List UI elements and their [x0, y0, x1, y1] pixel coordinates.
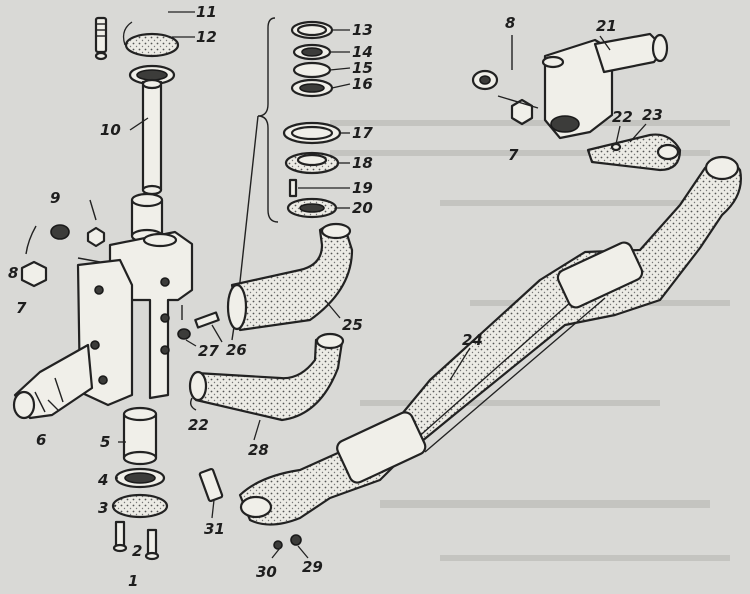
label-10: 10 [100, 121, 121, 139]
label-14: 14 [352, 43, 373, 61]
label-4: 4 [97, 471, 108, 489]
key-22-right [610, 142, 622, 152]
label-11: 11 [196, 3, 217, 21]
assembly-arrows [77, 95, 539, 320]
label-23: 23 [642, 106, 663, 124]
label-26: 26 [226, 341, 247, 359]
label-25: 25 [342, 316, 363, 334]
label-19: 19 [352, 179, 373, 197]
leader-lines [47, 11, 647, 559]
bushing-5 [122, 406, 158, 466]
label-17: 17 [352, 124, 373, 142]
label-8-right: 8 [505, 14, 515, 32]
key-22-left [189, 397, 197, 411]
arm-23 [586, 133, 682, 172]
bottom-cap-3 [111, 493, 169, 519]
label-31: 31 [204, 520, 225, 538]
washer-20 [286, 197, 338, 219]
label-22-left: 22 [188, 416, 209, 434]
label-3: 3 [98, 499, 108, 517]
ring-16 [290, 78, 334, 98]
tie-rod-arm-28 [188, 332, 345, 422]
label-9: 9 [50, 189, 60, 207]
top-cap-12 [122, 21, 180, 58]
label-1: 1 [128, 572, 138, 590]
label-22-right: 22 [612, 108, 633, 126]
bolt-31 [198, 467, 224, 503]
plug-29-30 [273, 534, 302, 550]
label-2: 2 [132, 542, 142, 560]
ring-14 [292, 43, 332, 61]
nut-7-right [510, 98, 534, 126]
front-axle-beam-24 [238, 155, 742, 526]
cotter-pin-8-left [25, 199, 97, 255]
cotter-pin-8-right [471, 35, 513, 91]
kingpin-bolt [94, 16, 108, 61]
bolts-1-2 [112, 520, 160, 561]
label-20: 20 [352, 199, 373, 217]
steering-knuckle-6 [12, 230, 194, 420]
label-6: 6 [36, 431, 46, 449]
label-16: 16 [352, 75, 373, 93]
label-24: 24 [462, 331, 483, 349]
nut-7-left [20, 260, 48, 288]
bolt-26 [194, 311, 220, 329]
bearing-18 [284, 151, 340, 175]
steering-arm-25 [226, 222, 354, 332]
ring-13 [290, 20, 334, 40]
label-27: 27 [198, 342, 219, 360]
label-29: 29 [302, 558, 323, 576]
kingpin-10 [141, 78, 163, 196]
part-number-labels: 1 2 3 4 5 6 7 7 8 8 9 10 11 12 13 14 15 … [8, 3, 663, 590]
label-7-left: 7 [16, 299, 27, 317]
gasket-4 [114, 467, 166, 489]
label-30: 30 [256, 563, 277, 581]
steering-knuckle-21 [541, 32, 669, 140]
label-13: 13 [352, 21, 373, 39]
castle-nut-9 [50, 224, 106, 248]
label-15: 15 [352, 59, 373, 77]
ring-15 [292, 61, 332, 79]
label-12: 12 [196, 28, 217, 46]
label-8-left: 8 [8, 264, 18, 282]
pin-19 [288, 178, 298, 198]
label-21: 21 [596, 17, 617, 35]
nut-27 [177, 328, 191, 340]
label-18: 18 [352, 154, 373, 172]
label-28: 28 [248, 441, 269, 459]
label-7-right: 7 [508, 146, 519, 164]
label-5: 5 [100, 433, 110, 451]
race-17 [282, 121, 342, 145]
